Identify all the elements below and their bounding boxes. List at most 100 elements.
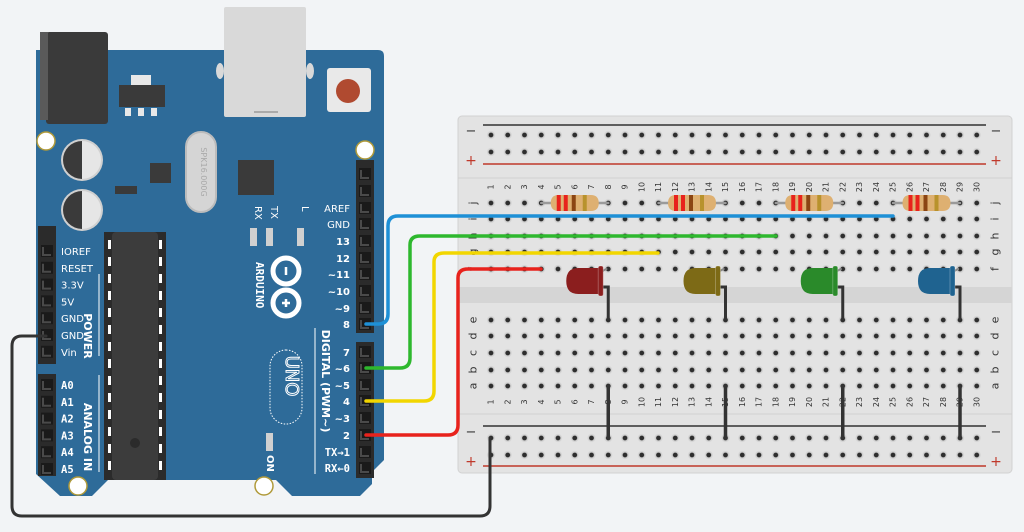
rail-hole[interactable] [855,130,864,140]
rail-hole[interactable] [704,433,714,443]
rail-hole[interactable] [654,130,663,140]
rail-hole[interactable] [587,147,596,157]
rail-hole[interactable] [888,147,898,157]
power-pin[interactable] [41,295,53,308]
breadboard-hole[interactable] [553,264,563,274]
breadboard-hole[interactable] [654,331,663,341]
breadboard-hole[interactable] [670,247,680,257]
breadboard-hole[interactable] [905,247,915,257]
rail-hole[interactable] [503,130,513,140]
breadboard-hole[interactable] [955,331,965,341]
rail-hole[interactable] [922,433,931,443]
breadboard-hole[interactable] [905,331,915,341]
rail-hole[interactable] [905,433,915,443]
breadboard-hole[interactable] [754,264,764,274]
rail-hole[interactable] [972,147,982,157]
breadboard-hole[interactable] [570,365,580,375]
rail-hole[interactable] [788,130,797,140]
breadboard-hole[interactable] [771,247,781,257]
breadboard-hole[interactable] [587,365,596,375]
breadboard-hole[interactable] [637,365,647,375]
wire-pin8-blue[interactable] [364,214,895,326]
rail-hole[interactable] [503,433,513,443]
rail-hole[interactable] [570,433,580,443]
breadboard-hole[interactable] [620,198,630,208]
rail-hole[interactable] [654,450,663,460]
breadboard-hole[interactable] [788,231,797,241]
rail-hole[interactable] [888,130,898,140]
breadboard-hole[interactable] [536,315,546,325]
power-pin[interactable] [41,312,53,325]
breadboard-hole[interactable] [855,381,864,391]
rail-hole[interactable] [821,433,831,443]
breadboard-hole[interactable] [553,381,563,391]
breadboard-hole[interactable] [737,365,747,375]
arduino-uno-board[interactable]: SPK16.000G RX TX L ON ARDUINO UNO I [36,7,384,496]
rail-hole[interactable] [821,147,831,157]
breadboard-hole[interactable] [520,331,529,341]
digital-pin[interactable] [359,268,371,280]
breadboard-hole[interactable] [871,198,881,208]
power-pin[interactable] [41,245,53,257]
rail-hole[interactable] [587,450,596,460]
breadboard-hole[interactable] [737,198,747,208]
breadboard-hole[interactable] [520,348,529,358]
breadboard-hole[interactable] [938,315,948,325]
breadboard-hole[interactable] [955,365,965,375]
rail-hole[interactable] [687,450,697,460]
rail-hole[interactable] [637,433,647,443]
breadboard-hole[interactable] [972,231,982,241]
breadboard-hole[interactable] [905,365,915,375]
breadboard-hole[interactable] [721,365,730,375]
breadboard-hole[interactable] [855,231,864,241]
breadboard-hole[interactable] [938,365,948,375]
breadboard-hole[interactable] [871,247,881,257]
rail-hole[interactable] [553,433,563,443]
breadboard-hole[interactable] [821,365,831,375]
rail-hole[interactable] [670,147,680,157]
breadboard-hole[interactable] [922,247,931,257]
rail-hole[interactable] [938,450,948,460]
breadboard-hole[interactable] [804,231,814,241]
breadboard-hole[interactable] [704,315,714,325]
reset-button-cap[interactable] [336,79,360,103]
breadboard-hole[interactable] [503,331,513,341]
breadboard-hole[interactable] [620,348,630,358]
breadboard-hole[interactable] [804,381,814,391]
breadboard-hole[interactable] [570,348,580,358]
breadboard-hole[interactable] [972,365,982,375]
analog-pin[interactable] [41,412,53,425]
rail-hole[interactable] [855,433,864,443]
digital-pin[interactable] [359,235,371,247]
breadboard-hole[interactable] [503,315,513,325]
rail-hole[interactable] [721,147,730,157]
rail-hole[interactable] [536,130,546,140]
breadboard-hole[interactable] [922,231,931,241]
breadboard-hole[interactable] [737,331,747,341]
breadboard-hole[interactable] [922,365,931,375]
rail-hole[interactable] [754,147,764,157]
breadboard-hole[interactable] [871,381,881,391]
rail-hole[interactable] [922,450,931,460]
breadboard-hole[interactable] [654,264,663,274]
rail-hole[interactable] [603,147,613,157]
breadboard-hole[interactable] [905,264,915,274]
breadboard-hole[interactable] [570,331,580,341]
breadboard-hole[interactable] [486,381,496,391]
breadboard-hole[interactable] [771,365,781,375]
breadboard-hole[interactable] [670,381,680,391]
rail-hole[interactable] [620,130,630,140]
breadboard-hole[interactable] [855,264,864,274]
power-pin[interactable] [41,345,53,358]
breadboard-hole[interactable] [955,348,965,358]
rail-hole[interactable] [687,433,697,443]
rail-hole[interactable] [955,147,965,157]
breadboard-hole[interactable] [637,381,647,391]
analog-pin[interactable] [41,446,53,459]
breadboard-hole[interactable] [670,331,680,341]
analog-pin[interactable] [41,379,53,391]
rail-hole[interactable] [771,147,781,157]
rail-hole[interactable] [855,450,864,460]
breadboard-hole[interactable] [838,348,848,358]
rail-hole[interactable] [838,450,848,460]
